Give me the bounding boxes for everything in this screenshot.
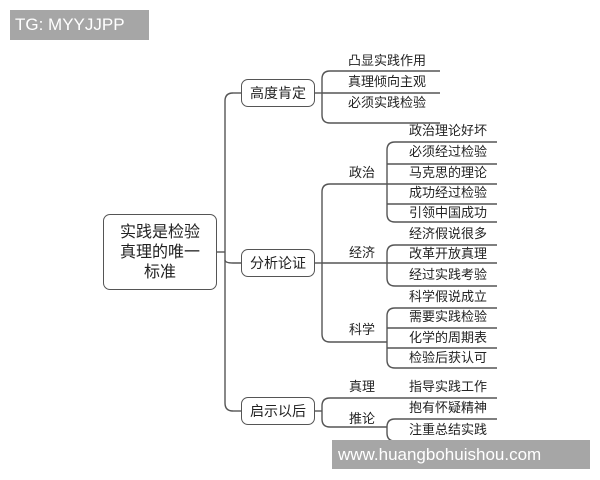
root-node-label: 实践是检验真理的唯一标准 [119,222,200,281]
branch-node-inspiration[interactable]: 启示以后 [241,397,315,425]
branch-node-affirmation[interactable]: 高度肯定 [241,79,315,107]
leaf-node[interactable]: 真理倾向主观 [348,75,427,90]
root-node[interactable]: 实践是检验真理的唯一标准 [103,214,217,290]
branch-label: 分析论证 [250,256,306,272]
leaf-node[interactable]: 指导实践工作 [409,380,488,395]
leaf-node[interactable]: 必须实践检验 [348,96,427,111]
leaf-node[interactable]: 化学的周期表 [409,331,488,346]
branch-label: 启示以后 [250,404,306,420]
leaf-node[interactable]: 经过实践考验 [409,268,488,283]
group-node-inference[interactable]: 推论 [349,412,376,427]
group-node-truth[interactable]: 真理 [349,380,376,395]
watermark-top: TG: MYYJJPP [10,10,149,40]
leaf-node[interactable]: 马克思的理论 [409,166,488,181]
branch-label: 高度肯定 [250,86,306,102]
group-node-politics[interactable]: 政治 [349,166,376,181]
leaf-node[interactable]: 改革开放真理 [409,247,488,262]
leaf-node[interactable]: 凸显实践作用 [348,54,427,69]
leaf-node[interactable]: 检验后获认可 [409,351,488,366]
group-node-science[interactable]: 科学 [349,323,376,338]
leaf-node[interactable]: 经济假说很多 [409,227,488,242]
leaf-node[interactable]: 抱有怀疑精神 [409,401,488,416]
leaf-node[interactable]: 引领中国成功 [409,206,488,221]
leaf-node[interactable]: 注重总结实践 [409,423,488,438]
leaf-node[interactable]: 科学假说成立 [409,290,488,305]
leaf-node[interactable]: 需要实践检验 [409,310,488,325]
leaf-node[interactable]: 必须经过检验 [409,145,488,160]
leaf-node[interactable]: 政治理论好坏 [409,124,488,139]
watermark-bottom: www.huangbohuishou.com [332,440,590,469]
leaf-node[interactable]: 成功经过检验 [409,186,488,201]
group-node-economy[interactable]: 经济 [349,246,376,261]
branch-node-analysis[interactable]: 分析论证 [241,249,315,277]
